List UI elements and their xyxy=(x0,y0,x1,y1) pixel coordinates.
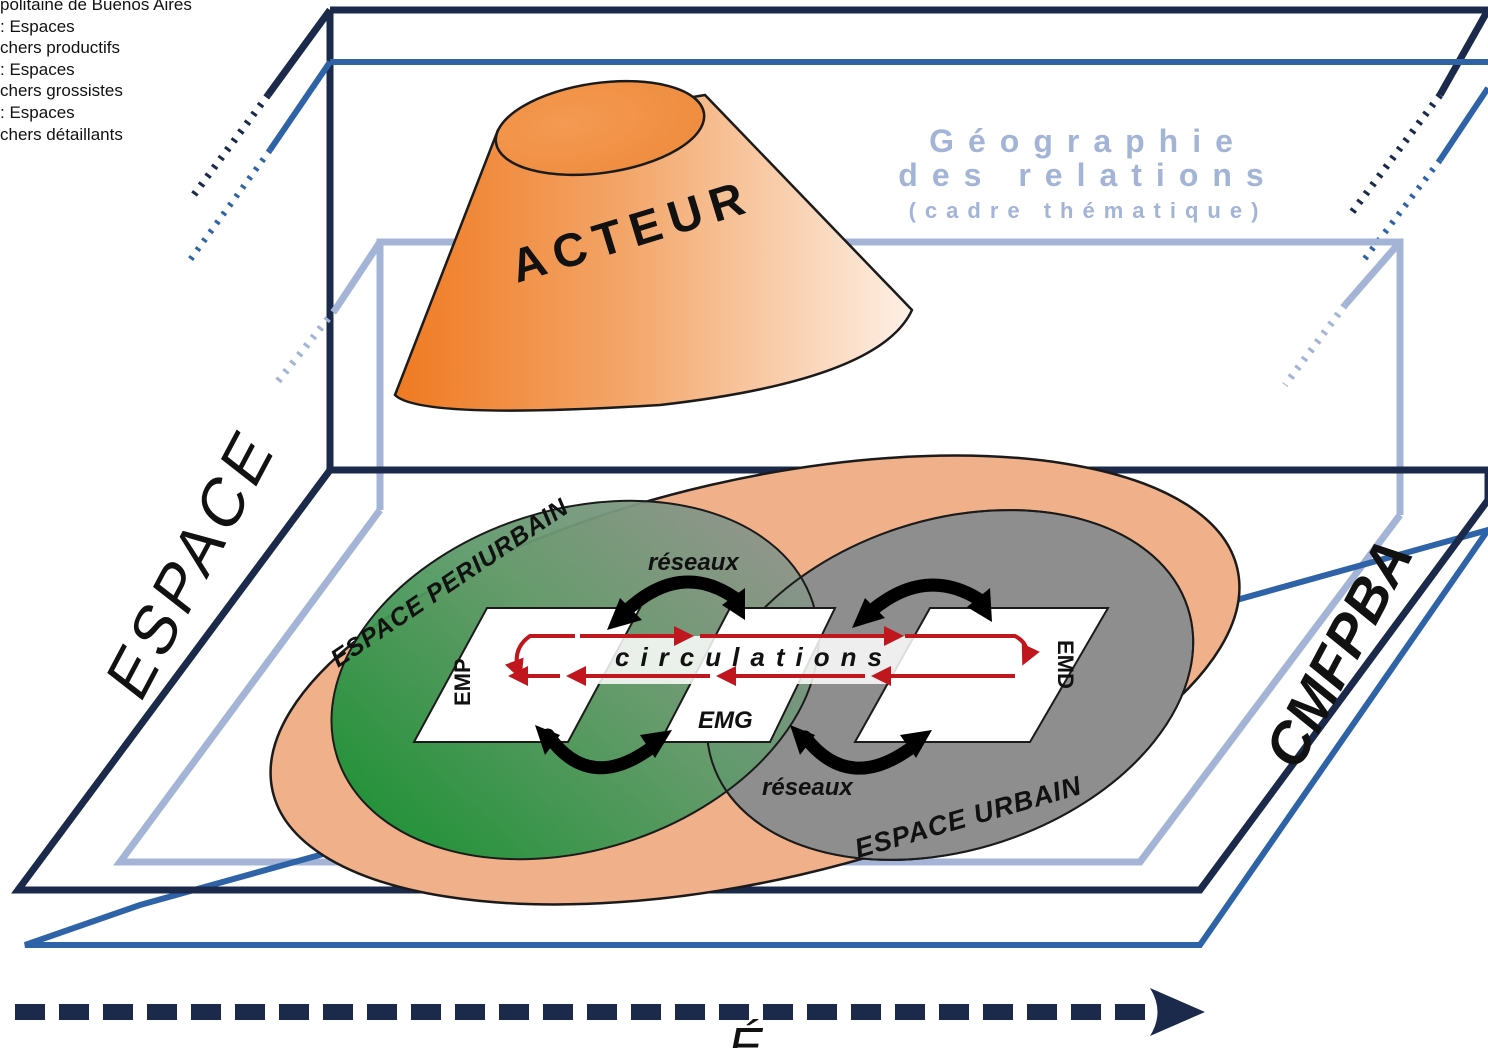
axis-arrowhead xyxy=(1150,988,1205,1036)
emg-label: EMG xyxy=(698,707,753,734)
emp-label: EMP xyxy=(450,658,475,706)
geo-title-line3: (cadre thématique) xyxy=(909,198,1268,223)
circulation-arrows xyxy=(504,626,1040,686)
geo-title-line2: des relations xyxy=(898,157,1277,193)
top-navy-frame xyxy=(265,6,1488,470)
legend-line: : Espaces xyxy=(0,16,75,36)
legend-line: chers productifs xyxy=(0,38,120,58)
navy-base-plane xyxy=(11,466,1488,894)
geo-title-line1: Géographie xyxy=(929,123,1247,159)
blue-dotted-edges xyxy=(187,148,1443,267)
network-arrowheads xyxy=(535,588,992,758)
legend: politaine de Buenos Aires : Espaces cher… xyxy=(0,0,192,145)
navy-dotted-edges xyxy=(187,92,1443,218)
reseaux-top-label: réseaux xyxy=(648,549,740,576)
network-arrows xyxy=(541,575,987,775)
legend-line: chers détaillants xyxy=(0,124,123,144)
legend-line: : Espaces xyxy=(0,59,75,79)
acteur-cone xyxy=(393,79,914,412)
legend-line: chers grossistes xyxy=(0,81,123,101)
bottom-partial-label: É xyxy=(728,1018,764,1048)
emd-label: EMD xyxy=(1053,640,1078,689)
legend-line: : Espaces xyxy=(0,102,75,122)
circulations-label: circulations xyxy=(615,642,893,672)
top-blue-frame xyxy=(267,59,1488,162)
legend-line: politaine de Buenos Aires xyxy=(0,0,192,14)
urban-outline xyxy=(705,509,1195,861)
reseaux-bottom-label: réseaux xyxy=(762,774,854,801)
